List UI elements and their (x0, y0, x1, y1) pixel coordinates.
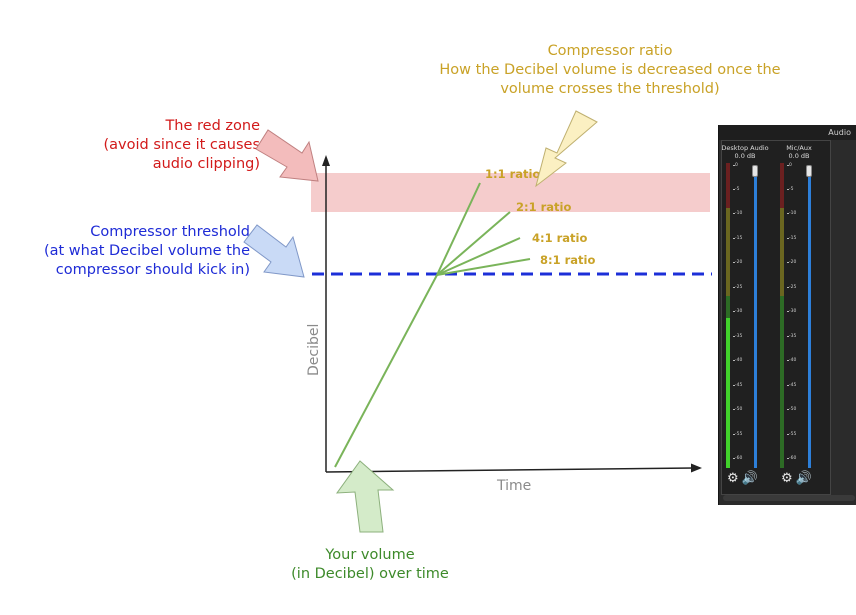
red-zone-band (311, 173, 710, 212)
meter-tick: -55 (732, 432, 743, 437)
meter-tick: -55 (786, 432, 797, 437)
y-axis-arrowhead (322, 155, 330, 166)
volume-arrow (335, 460, 395, 533)
volume-title: Your volume (325, 547, 415, 563)
meter-tick: -5 (733, 187, 740, 192)
red-zone-desc-2: audio clipping) (152, 156, 260, 172)
volume-annotation: Your volume (in Decibel) over time (290, 546, 450, 584)
x-axis-arrowhead (691, 463, 702, 473)
meter-tick: -35 (786, 334, 797, 339)
ratio-line-1-1 (436, 182, 481, 276)
meter-tick: -15 (732, 236, 743, 241)
channel-name: Mic/Aux (786, 144, 812, 152)
meter-tick: -20 (786, 260, 797, 265)
meter-tick: -45 (732, 383, 743, 388)
volume-line-base (334, 274, 438, 468)
threshold-desc-2: compressor should kick in) (55, 262, 250, 278)
gear-icon[interactable]: ⚙ (727, 471, 739, 486)
meter-red-segment (780, 163, 784, 208)
meter-tick: -60 (786, 456, 797, 461)
audio-mixer-panel: Audio Desktop Audio 0.0 dB 0 -5 -10 -15 … (718, 125, 856, 505)
meter-green-dim-segment (726, 296, 730, 318)
meter-tick: 0 (733, 163, 738, 168)
channel-controls: ⚙🔊 (727, 472, 761, 486)
meter-tick: -30 (732, 309, 743, 314)
volume-fader-track[interactable] (808, 171, 811, 468)
y-axis-label: Decibel (306, 324, 322, 376)
meter-tick: -20 (732, 260, 743, 265)
meter-tick: -25 (786, 285, 797, 290)
compressor-ratio-desc-2: volume crosses the threshold) (500, 81, 720, 97)
compressor-ratio-annotation: Compressor ratio How the Decibel volume … (380, 42, 840, 99)
ratio-line-8-1 (436, 258, 531, 276)
meter-tick: -10 (786, 211, 797, 216)
ratio-line-4-1 (436, 237, 521, 276)
meter-yellow-segment (780, 208, 784, 296)
audio-mixer-body (721, 140, 831, 495)
volume-meter (726, 163, 730, 468)
volume-meter (780, 163, 784, 468)
volume-fader-handle[interactable] (806, 165, 812, 177)
red-zone-title: The red zone (165, 118, 260, 134)
threshold-title: Compressor threshold (90, 224, 250, 240)
meter-green-segment (726, 318, 730, 468)
speaker-icon[interactable]: 🔊 (795, 471, 812, 486)
volume-desc: (in Decibel) over time (291, 566, 449, 582)
meter-tick: 0 (787, 163, 792, 168)
threshold-arrow (243, 224, 305, 278)
speaker-icon[interactable]: 🔊 (741, 471, 758, 486)
mixer-channel-desktop-audio: Desktop Audio 0.0 dB 0 -5 -10 -15 -20 -2… (721, 141, 769, 486)
gear-icon[interactable]: ⚙ (781, 471, 793, 486)
channel-name: Desktop Audio (721, 144, 769, 152)
meter-tick: -30 (786, 309, 797, 314)
ratio-label-8-1: 8:1 ratio (540, 253, 595, 267)
meter-tick: -40 (732, 358, 743, 363)
meter-red-segment (726, 163, 730, 208)
x-axis-label: Time (496, 478, 531, 494)
volume-fader-track[interactable] (754, 171, 757, 468)
audio-mixer-title: Audio (719, 125, 856, 140)
x-axis (325, 467, 695, 473)
red-zone-annotation: The red zone (avoid since it causes audi… (80, 117, 260, 174)
compressor-ratio-desc-1: How the Decibel volume is decreased once… (439, 62, 781, 78)
mixer-channel-mic-aux: Mic/Aux 0.0 dB 0 -5 -10 -15 -20 -25 -30 … (775, 141, 823, 486)
compressor-ratio-arrow (535, 110, 598, 188)
channel-db-value: 0.0 dB (734, 152, 756, 160)
channel-db-value: 0.0 dB (788, 152, 810, 160)
meter-tick: -50 (786, 407, 797, 412)
meter-tick: -15 (786, 236, 797, 241)
meter-tick: -25 (732, 285, 743, 290)
meter-green-dim-segment (780, 296, 784, 468)
meter-tick: -45 (786, 383, 797, 388)
ratio-line-2-1 (436, 211, 511, 276)
meter-tick: -40 (786, 358, 797, 363)
meter-yellow-segment (726, 208, 730, 296)
volume-fader-handle[interactable] (752, 165, 758, 177)
meter-tick: -50 (732, 407, 743, 412)
ratio-label-4-1: 4:1 ratio (532, 231, 587, 245)
channel-controls: ⚙🔊 (781, 472, 815, 486)
meter-tick: -5 (787, 187, 794, 192)
threshold-desc-1: (at what Decibel volume the (43, 243, 250, 259)
meter-tick: -60 (732, 456, 743, 461)
meter-tick: -35 (732, 334, 743, 339)
compressor-ratio-title: Compressor ratio (547, 43, 673, 59)
ratio-label-2-1: 2:1 ratio (516, 200, 571, 214)
red-zone-arrow (255, 129, 319, 182)
red-zone-desc-1: (avoid since it causes (103, 137, 260, 153)
mixer-horizontal-scrollbar[interactable] (723, 495, 855, 501)
meter-tick: -10 (732, 211, 743, 216)
threshold-annotation: Compressor threshold (at what Decibel vo… (10, 223, 250, 280)
ratio-label-1-1: 1:1 ratio (485, 167, 540, 181)
